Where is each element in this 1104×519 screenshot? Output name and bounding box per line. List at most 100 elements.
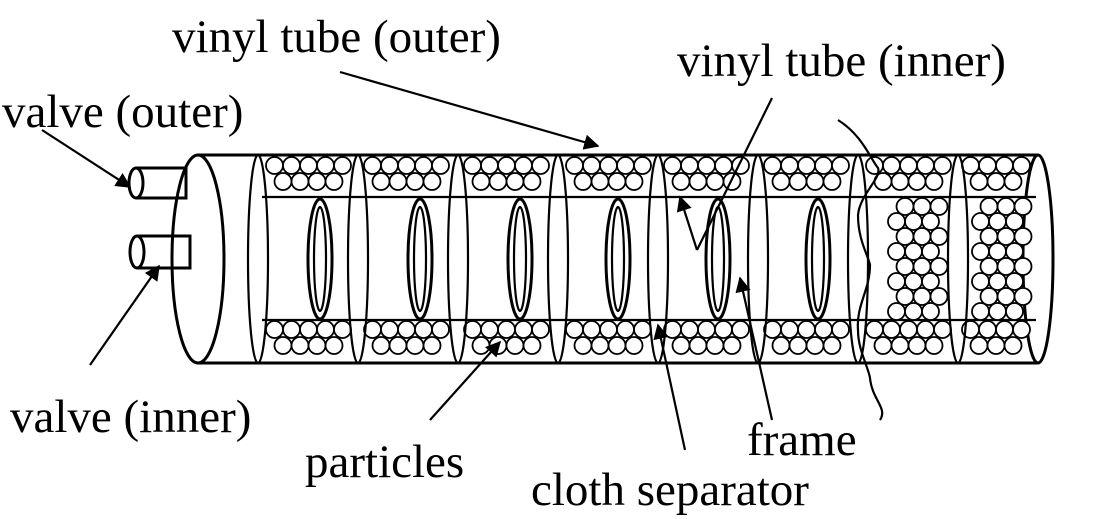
- cloth-separator-ring: [946, 153, 970, 365]
- particle: [616, 156, 635, 175]
- frame-inner-ring: [412, 205, 428, 313]
- particle: [582, 320, 601, 339]
- particle: [414, 320, 433, 339]
- particle: [933, 156, 952, 175]
- particle: [895, 287, 915, 306]
- particle: [933, 320, 952, 339]
- particle: [397, 156, 416, 175]
- particle: [929, 287, 949, 306]
- particle: [788, 336, 808, 355]
- particle: [324, 172, 344, 191]
- particle: [1013, 257, 1033, 276]
- particle: [422, 336, 442, 355]
- particle: [912, 227, 932, 246]
- particle: [265, 320, 284, 339]
- particle: [890, 336, 910, 355]
- particle: [895, 197, 915, 216]
- particle: [971, 272, 990, 291]
- particle: [705, 172, 725, 191]
- particle: [971, 212, 990, 231]
- particle: [873, 336, 893, 355]
- particle: [969, 336, 989, 355]
- particle: [1013, 287, 1033, 306]
- particle: [573, 336, 593, 355]
- particle: [1005, 272, 1024, 291]
- particle: [969, 172, 989, 191]
- particle: [788, 172, 808, 191]
- particle: [771, 172, 791, 191]
- particle: [363, 156, 382, 175]
- particle: [1013, 197, 1033, 216]
- frame: [506, 197, 534, 321]
- particle: [771, 336, 791, 355]
- particle: [397, 320, 416, 339]
- label-vinyl-tube-inner: vinyl tube (inner): [677, 35, 1006, 87]
- particle: [929, 227, 949, 246]
- particle: [307, 172, 327, 191]
- particle: [663, 156, 682, 175]
- particle: [705, 336, 725, 355]
- particle: [988, 302, 1007, 321]
- particle: [822, 172, 842, 191]
- particle: [912, 257, 932, 276]
- particle: [887, 302, 906, 321]
- particle: [505, 172, 525, 191]
- frame-outer-ring: [306, 197, 334, 321]
- particle: [697, 156, 716, 175]
- particle: [731, 320, 750, 339]
- particle: [680, 156, 699, 175]
- particle: [380, 320, 399, 339]
- particle: [996, 197, 1016, 216]
- frame: [804, 197, 832, 321]
- particle: [882, 320, 901, 339]
- label-valve-outer: valve (outer): [2, 86, 243, 138]
- particle: [1003, 336, 1023, 355]
- valve-inner: [128, 234, 192, 270]
- label-particles: particles: [305, 436, 464, 488]
- particle: [590, 336, 610, 355]
- particle: [471, 336, 491, 355]
- frame-outer-ring: [704, 197, 732, 321]
- particle: [996, 227, 1016, 246]
- particle: [405, 172, 425, 191]
- particle: [680, 320, 699, 339]
- particle: [890, 172, 910, 191]
- particle: [671, 172, 691, 191]
- particle: [316, 320, 335, 339]
- particle: [865, 320, 884, 339]
- particle: [929, 197, 949, 216]
- particle: [1012, 156, 1031, 175]
- particle: [895, 227, 915, 246]
- particle: [522, 172, 542, 191]
- particle: [895, 257, 915, 276]
- label-valve-inner: valve (inner): [10, 391, 251, 443]
- particle: [988, 272, 1007, 291]
- particle: [380, 156, 399, 175]
- particle: [714, 156, 733, 175]
- particle: [282, 156, 301, 175]
- particle: [780, 320, 799, 339]
- particle: [299, 156, 318, 175]
- particle: [371, 336, 391, 355]
- particle: [1005, 242, 1024, 261]
- particle: [924, 172, 944, 191]
- particle: [299, 320, 318, 339]
- particle: [831, 156, 850, 175]
- particle: [904, 272, 923, 291]
- label-frame: frame: [747, 414, 857, 466]
- particle: [488, 172, 508, 191]
- particle: [273, 336, 293, 355]
- particle: [497, 156, 516, 175]
- particle: [316, 156, 335, 175]
- particle: [916, 320, 935, 339]
- frame: [704, 197, 732, 321]
- particle: [916, 156, 935, 175]
- particle: [463, 156, 482, 175]
- particle: [616, 320, 635, 339]
- particle: [996, 257, 1016, 276]
- particle: [290, 172, 310, 191]
- particle: [1012, 320, 1031, 339]
- particle: [929, 257, 949, 276]
- particle: [988, 242, 1007, 261]
